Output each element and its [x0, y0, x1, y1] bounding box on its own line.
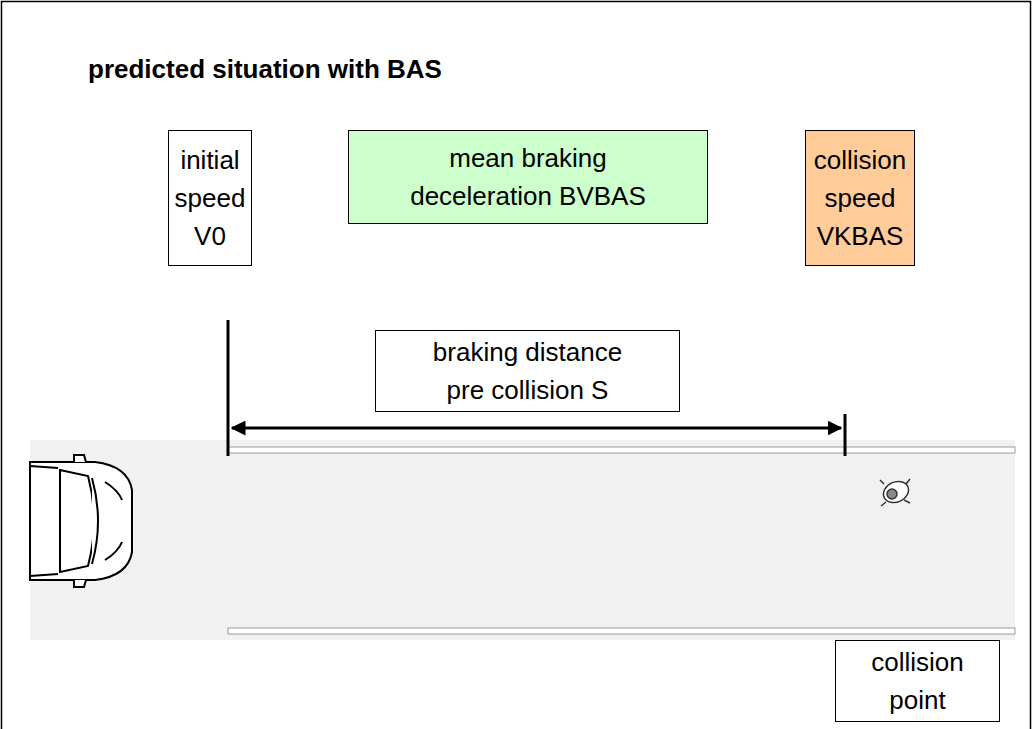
box-label: collision point [848, 643, 987, 719]
box-label: initial speed V0 [173, 141, 247, 255]
road-edge-line [228, 447, 1015, 453]
deceleration-box: mean braking deceleration BVBAS [348, 130, 708, 224]
box-label: collision speed VKBAS [810, 141, 910, 255]
speed-box: initial speed V0 [168, 130, 252, 266]
diagram-title: predicted situation with BAS [88, 54, 442, 85]
box-label: mean braking deceleration BVBAS [389, 139, 667, 215]
distance-arrow [232, 427, 841, 430]
collision-point-box: collision point [835, 640, 1000, 722]
end-marker [844, 414, 847, 456]
speed-box: collision speed VKBAS [805, 130, 915, 266]
road-edge-line [228, 628, 1015, 634]
car [30, 455, 132, 587]
pedestrian [880, 477, 912, 506]
distance-box: braking distance pre collision S [375, 330, 680, 412]
road [30, 440, 1015, 640]
box-label: braking distance pre collision S [416, 333, 639, 409]
start-marker [227, 320, 230, 456]
